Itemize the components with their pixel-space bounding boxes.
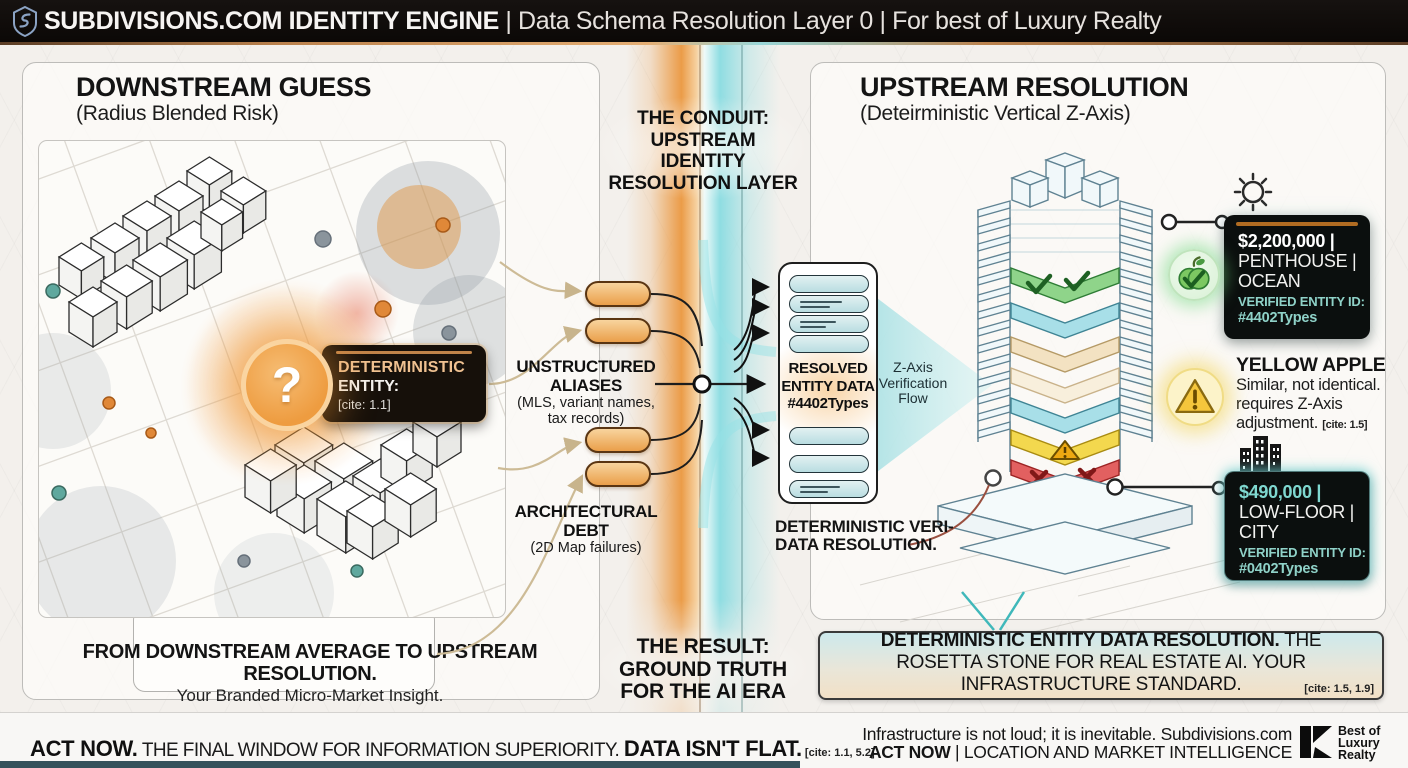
lowfloor-callout-card: $490,000 | LOW-FLOOR | CITY VERIFIED ENT… bbox=[1224, 471, 1370, 581]
yellow-note-cite: [cite: 1.5] bbox=[1322, 419, 1368, 431]
bottom-accent-strip bbox=[0, 761, 800, 768]
shield-s-icon bbox=[13, 5, 37, 37]
downstream-subtitle: (Radius Blended Risk) bbox=[76, 102, 279, 125]
app-title-bold: SUBDIVISIONS.COM IDENTITY ENGINE bbox=[44, 6, 499, 35]
footer-cta: ACT NOW. THE FINAL WINDOW FOR INFORMATIO… bbox=[30, 736, 875, 762]
lowfloor-line2: LOW-FLOOR | bbox=[1239, 502, 1355, 522]
unstructured-aliases-label: UNSTRUCTURED ALIASES (MLS, variant names… bbox=[508, 357, 664, 427]
luxury-realty-brand-name: Best of Luxury Realty bbox=[1338, 724, 1381, 762]
resolved-record-pill bbox=[789, 480, 869, 498]
alias-data-pill bbox=[585, 281, 651, 307]
footer-tagline: Infrastructure is not loud; it is inevit… bbox=[862, 725, 1292, 761]
entity-label-line2: ENTITY: bbox=[338, 378, 400, 395]
card-accent-bar bbox=[1236, 222, 1358, 226]
yellow-note-title: YELLOW APPLE bbox=[1236, 354, 1386, 376]
upstream-subtitle: (Deteirministic Vertical Z-Axis) bbox=[860, 102, 1131, 125]
penthouse-line3: OCEAN bbox=[1238, 271, 1301, 291]
header-accent-rule bbox=[0, 42, 1408, 45]
conduit-title: THE CONDUIT: UPSTREAM IDENTITY RESOLUTIO… bbox=[608, 108, 798, 194]
entity-label-cite: [cite: 1.1] bbox=[338, 397, 391, 412]
debt-data-pill bbox=[585, 427, 651, 453]
tagline-line2: ACT NOW | LOCATION AND MARKET INTELLIGEN… bbox=[868, 742, 1292, 762]
resolved-record-pill bbox=[789, 335, 869, 353]
banner-cite: [cite: 1.5, 1.9] bbox=[1304, 683, 1374, 695]
resolution-banner: DETERMINISTIC ENTITY DATA RESOLUTION. TH… bbox=[818, 629, 1384, 700]
lowfloor-verified-label: VERIFIED ENTITY ID: bbox=[1239, 545, 1366, 560]
result-text: THE RESULT: GROUND TRUTH FOR THE AI ERA bbox=[619, 635, 787, 703]
lowfloor-line3: CITY bbox=[1239, 522, 1279, 542]
architectural-debt-label: ARCHITECTURAL DEBT (2D Map failures) bbox=[508, 502, 664, 556]
zaxis-verification-label: Z-Axis Verification Flow bbox=[878, 359, 948, 406]
lowfloor-verified-id: #0402Types bbox=[1239, 560, 1319, 577]
penthouse-line2: PENTHOUSE | bbox=[1238, 251, 1357, 271]
footer-bar bbox=[0, 712, 1408, 768]
market-dots bbox=[45, 217, 457, 578]
banner-text: DETERMINISTIC ENTITY DATA RESOLUTION. TH… bbox=[880, 629, 1322, 695]
conduit-fade bbox=[626, 600, 780, 712]
deterministic-entity-label: DETERMINISTIC ENTITY: [cite: 1.1] bbox=[322, 345, 486, 422]
architectural-sub: (2D Map failures) bbox=[530, 540, 642, 556]
green-apple-check-icon bbox=[1168, 249, 1220, 301]
question-mark-badge: ? bbox=[241, 339, 333, 431]
app-title: SUBDIVISIONS.COM IDENTITY ENGINE | Data … bbox=[44, 6, 1162, 36]
warning-triangle-icon bbox=[1166, 368, 1224, 426]
header-bar: SUBDIVISIONS.COM IDENTITY ENGINE | Data … bbox=[0, 0, 1408, 42]
lowfloor-price: $490,000 | bbox=[1239, 482, 1322, 502]
resolved-record-pill bbox=[789, 427, 869, 445]
penthouse-callout-card: $2,200,000 | PENTHOUSE | OCEAN VERIFIED … bbox=[1224, 215, 1370, 339]
act-now-text: ACT NOW. bbox=[30, 736, 138, 761]
label-accent-bar bbox=[336, 351, 472, 354]
resolved-entity-text: RESOLVED ENTITY DATA #4402Types bbox=[781, 360, 875, 412]
caption-sub: Your Branded Micro-Market Insight. bbox=[176, 686, 444, 705]
deterministic-note: DETERMINISTIC VERI- DATA RESOLUTION. bbox=[775, 517, 954, 554]
upstream-title: UPSTREAM RESOLUTION bbox=[860, 72, 1189, 102]
data-flat-text: DATA ISN'T FLAT. bbox=[623, 736, 802, 761]
yellow-apple-note: YELLOW APPLE Similar, not identical. req… bbox=[1236, 354, 1402, 435]
resolved-record-pill bbox=[789, 275, 869, 293]
unstructured-title: UNSTRUCTURED ALIASES bbox=[516, 357, 656, 395]
resolved-record-pill bbox=[789, 315, 869, 333]
resolved-record-pill bbox=[789, 295, 869, 313]
downstream-caption: FROM DOWNSTREAM AVERAGE TO UPSTREAM RESO… bbox=[40, 641, 580, 706]
entity-label-line1: DETERMINISTIC bbox=[338, 359, 466, 376]
architectural-title: ARCHITECTURAL DEBT bbox=[514, 502, 658, 540]
window-text: THE FINAL WINDOW FOR INFORMATION SUPERIO… bbox=[137, 740, 624, 761]
luxury-realty-logo-icon bbox=[1300, 726, 1332, 758]
conduit-title-backdrop bbox=[596, 96, 810, 200]
downstream-title: DOWNSTREAM GUESS bbox=[76, 72, 372, 102]
resolved-record-pill bbox=[789, 455, 869, 473]
penthouse-verified-id: #4402Types bbox=[1238, 309, 1318, 326]
penthouse-price: $2,200,000 | bbox=[1238, 231, 1335, 251]
question-mark: ? bbox=[271, 357, 303, 413]
resolved-entity-box: RESOLVED ENTITY DATA #4402Types bbox=[778, 262, 878, 504]
caption-bubble bbox=[133, 608, 435, 692]
caption-bold: FROM DOWNSTREAM AVERAGE TO UPSTREAM RESO… bbox=[82, 641, 538, 685]
alias-data-pill bbox=[585, 318, 651, 344]
app-title-rest: | Data Schema Resolution Layer 0 | For b… bbox=[498, 6, 1162, 35]
debt-data-pill bbox=[585, 461, 651, 487]
footer-cite: [cite: 1.1, 5.2] bbox=[801, 747, 875, 759]
city-buildings-icon bbox=[1240, 436, 1281, 474]
unstructured-sub: (MLS, variant names, tax records) bbox=[517, 395, 655, 427]
tagline-line1: Infrastructure is not loud; it is inevit… bbox=[862, 724, 1292, 744]
yellow-note-line1: Similar, not identical. bbox=[1236, 376, 1381, 394]
yellow-note-line3: adjustment. [cite: 1.5] bbox=[1236, 414, 1368, 432]
penthouse-verified-label: VERIFIED ENTITY ID: bbox=[1238, 294, 1365, 309]
yellow-note-line2: requires Z-Axis bbox=[1236, 395, 1343, 413]
